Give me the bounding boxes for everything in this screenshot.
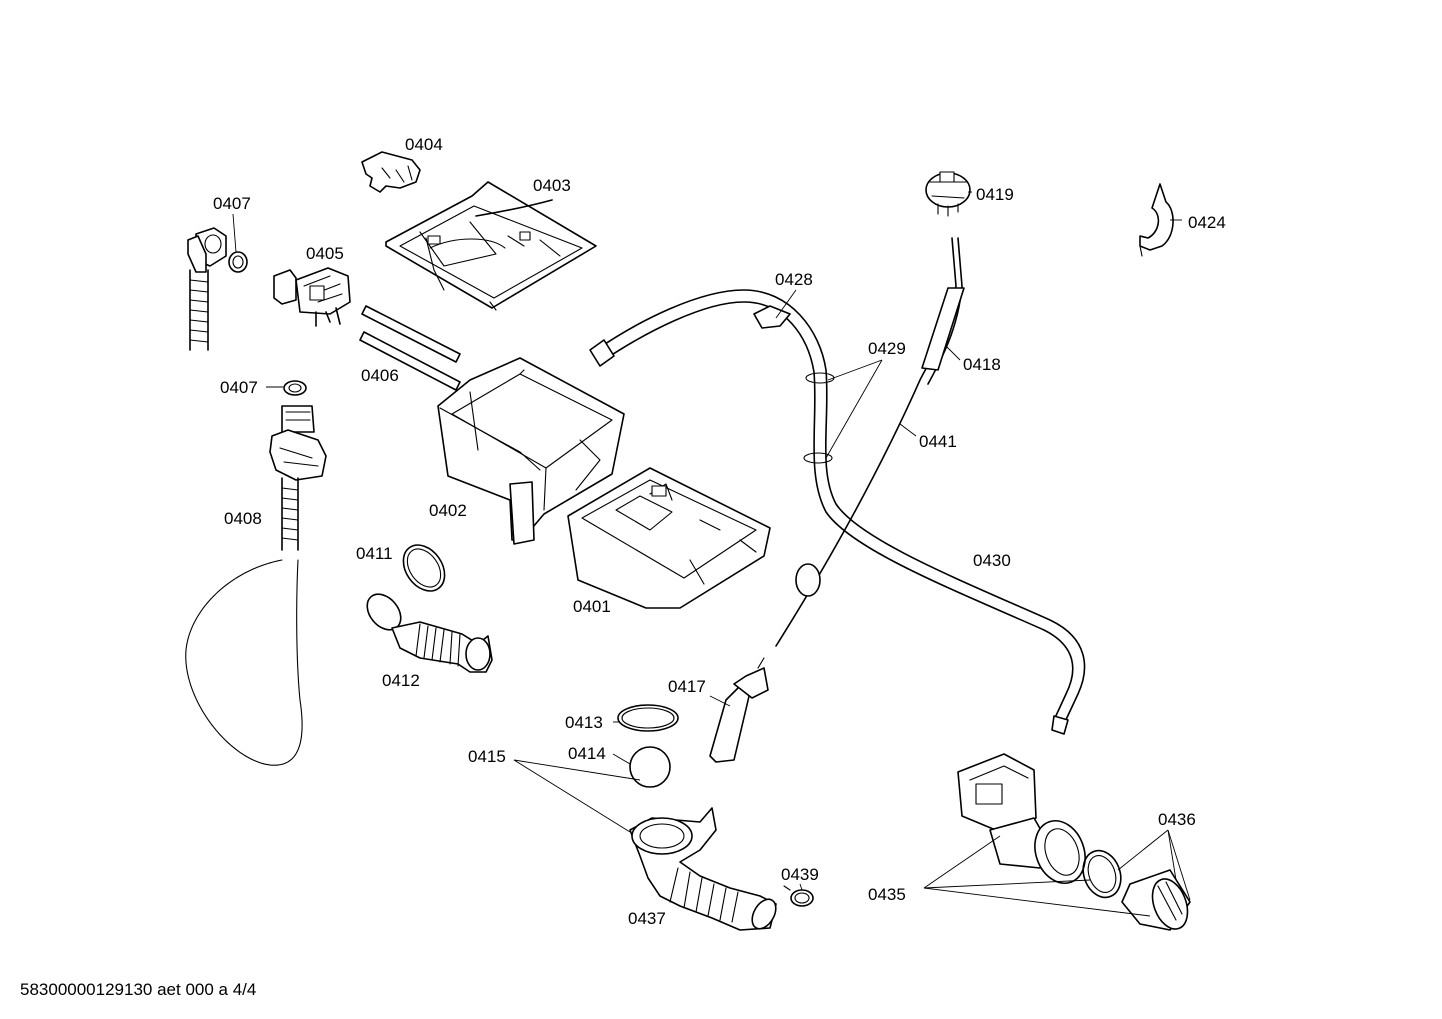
label-0407-lower: 0407 [220, 378, 258, 397]
label-0406: 0406 [361, 366, 399, 385]
label-0415: 0415 [468, 747, 506, 766]
label-0413: 0413 [565, 713, 603, 732]
part-0412-bellows-hose [366, 593, 493, 673]
label-0402: 0402 [429, 501, 467, 520]
part-0424-clip [1139, 183, 1174, 257]
label-0407-upper: 0407 [213, 194, 251, 213]
label-0428: 0428 [775, 270, 813, 289]
label-0436: 0436 [1158, 810, 1196, 829]
part-0407-seal-ring-lower [283, 380, 307, 396]
label-0401: 0401 [573, 597, 611, 616]
label-0405: 0405 [306, 244, 344, 263]
leader-lines [232, 191, 1191, 917]
part-0405-inlet-valve [273, 267, 351, 327]
label-0414: 0414 [568, 744, 606, 763]
part-0417-sensor [709, 657, 769, 763]
part-0401-detergent-drawer [567, 467, 771, 609]
part-0436-filter-and-seal [1082, 849, 1191, 931]
part-0404-bracket [361, 151, 421, 193]
label-0435: 0435 [868, 885, 906, 904]
part-0407-seal-ring-upper [228, 251, 248, 273]
part-0402-drawer-housing [437, 357, 625, 545]
document-footer-code: 58300000129130 aet 000 a 4/4 [20, 980, 257, 999]
label-0417: 0417 [668, 677, 706, 696]
part-0403-dispenser-lid [385, 181, 597, 311]
part-0435-drain-pump [957, 753, 1086, 884]
part-0413-ring [617, 704, 679, 732]
label-0437: 0437 [628, 909, 666, 928]
label-0439: 0439 [781, 865, 819, 884]
part-labels: 0404 0403 0407 0405 0406 0407 0402 0408 … [213, 135, 1226, 928]
part-0408-inlet-hose [185, 405, 327, 766]
part-0411-ring [402, 544, 446, 592]
label-0403: 0403 [533, 176, 571, 195]
part-0414-ball [629, 746, 671, 788]
label-0424: 0424 [1188, 213, 1226, 232]
label-0430: 0430 [973, 551, 1011, 570]
part-inlet-hose-upper [187, 227, 227, 351]
part-0439-clamp [783, 885, 814, 907]
label-0408: 0408 [224, 509, 262, 528]
label-0418: 0418 [963, 355, 1001, 374]
part-0406-rods [359, 305, 461, 391]
label-0404: 0404 [405, 135, 443, 154]
label-0441: 0441 [919, 432, 957, 451]
label-0429: 0429 [868, 339, 906, 358]
part-0437-sump-hose [629, 807, 777, 931]
part-0441-pressure-hose [775, 237, 965, 647]
label-0412: 0412 [382, 671, 420, 690]
label-0419: 0419 [976, 185, 1014, 204]
label-0411: 0411 [356, 544, 393, 563]
part-0419-pressure-switch [925, 171, 971, 217]
